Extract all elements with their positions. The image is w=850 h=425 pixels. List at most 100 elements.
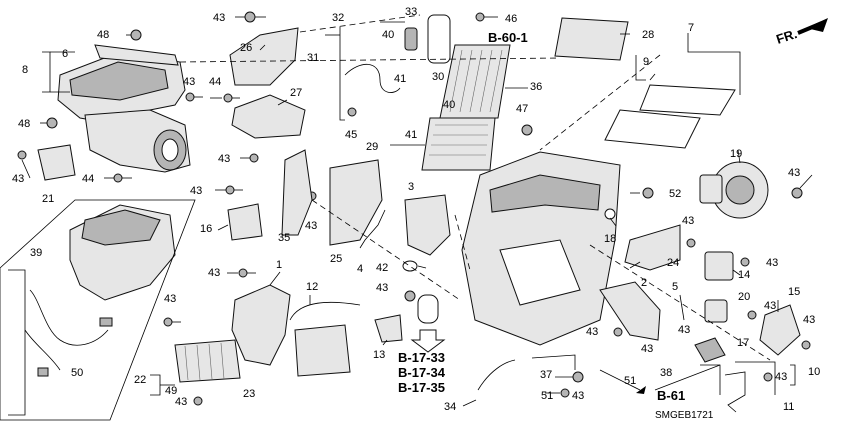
heater-core-12: [294, 324, 351, 377]
label-43: 43: [12, 173, 24, 185]
cover-25: [329, 159, 383, 246]
label-5: 5: [672, 281, 678, 293]
label-40: 40: [443, 99, 455, 111]
label-27: 27: [290, 87, 302, 99]
ref-b17-35[interactable]: B-17-35: [398, 380, 445, 395]
label-43: 43: [766, 257, 778, 269]
label-6: 6: [62, 48, 68, 60]
label-1: 1: [276, 259, 282, 271]
harness-39: [24, 289, 113, 377]
arrow-down-icon: [410, 329, 446, 353]
label-14: 14: [738, 269, 750, 281]
sensor-17: [694, 337, 726, 363]
label-26: 26: [240, 42, 252, 54]
seal-30: [427, 14, 451, 64]
label-46: 46: [505, 13, 517, 25]
ref-b60-1[interactable]: B-60-1: [488, 30, 528, 45]
label-10: 10: [808, 366, 820, 378]
label-16: 16: [200, 223, 212, 235]
motor-15: [759, 304, 801, 356]
label-43: 43: [788, 167, 800, 179]
label-51: 51: [541, 390, 553, 402]
label-30: 30: [432, 71, 444, 83]
label-43: 43: [641, 343, 653, 355]
screw-icon: [17, 11, 811, 406]
label-20: 20: [738, 291, 750, 303]
label-43: 43: [764, 300, 776, 312]
label-7: 7: [688, 22, 694, 34]
label-43: 43: [183, 76, 195, 88]
label-42: 42: [376, 262, 388, 274]
bracket-13: [374, 314, 403, 343]
label-38: 38: [660, 367, 672, 379]
label-19: 19: [730, 148, 742, 160]
duct-26: [229, 27, 299, 86]
label-44: 44: [82, 173, 94, 185]
expansion-valve: [404, 27, 418, 51]
actuator-21: [37, 144, 76, 181]
label-32: 32: [332, 12, 344, 24]
label-36: 36: [530, 81, 542, 93]
duct-35: [281, 149, 313, 236]
label-41: 41: [405, 129, 417, 141]
label-43: 43: [175, 396, 187, 408]
label-31: 31: [307, 52, 319, 64]
label-23: 23: [243, 388, 255, 400]
pin-5: [679, 294, 685, 321]
label-39: 39: [30, 247, 42, 259]
upper-air-duct-assembly: [57, 44, 191, 173]
label-50: 50: [71, 367, 83, 379]
actuator-20: [704, 299, 728, 323]
label-43: 43: [376, 282, 388, 294]
ref-b61[interactable]: B-61: [657, 388, 685, 403]
duct-3: [404, 194, 451, 256]
actuator-16: [227, 203, 263, 241]
label-43: 43: [586, 326, 598, 338]
label-51: 51: [624, 375, 636, 387]
label-43: 43: [678, 324, 690, 336]
label-11: 11: [783, 401, 794, 413]
duct-27: [231, 94, 306, 139]
label-29: 29: [366, 141, 378, 153]
ref-b17-34[interactable]: B-17-34: [398, 365, 446, 380]
ref-b17-33[interactable]: B-17-33: [398, 350, 445, 365]
evaporator-29: [421, 117, 496, 171]
case-half-1: [231, 284, 291, 366]
label-25: 25: [330, 253, 342, 265]
filter-cover-28: [554, 17, 629, 61]
label-49: 49: [165, 385, 177, 397]
label-35: 35: [278, 232, 290, 244]
duct-2: [599, 281, 661, 341]
label-18: 18: [604, 233, 616, 245]
label-2: 2: [641, 277, 647, 289]
actuator-14: [704, 251, 734, 281]
tray-9a: [639, 84, 736, 116]
label-43: 43: [218, 153, 230, 165]
rod-4: [359, 209, 386, 249]
heater-core-22: [174, 339, 241, 383]
label-4: 4: [357, 263, 363, 275]
label-48: 48: [97, 29, 109, 41]
label-8: 8: [22, 64, 28, 76]
label-15: 15: [788, 286, 800, 298]
label-37: 37: [540, 369, 552, 381]
front-direction-indicator: FR.: [774, 18, 828, 47]
tray-9b: [604, 109, 701, 149]
label-9: 9: [643, 56, 649, 68]
label-28: 28: [642, 29, 654, 41]
bracket-24: [624, 224, 681, 271]
label-41: 41: [394, 73, 406, 85]
label-22: 22: [134, 374, 146, 386]
label-48: 48: [18, 118, 30, 130]
label-43: 43: [213, 12, 225, 24]
label-12: 12: [306, 281, 318, 293]
label-45: 45: [345, 129, 357, 141]
arrow-icon: [636, 386, 646, 394]
label-43: 43: [775, 371, 787, 383]
label-43: 43: [190, 185, 202, 197]
label-21: 21: [42, 193, 54, 205]
label-13: 13: [373, 349, 385, 361]
label-43: 43: [803, 314, 815, 326]
label-43: 43: [682, 215, 694, 227]
